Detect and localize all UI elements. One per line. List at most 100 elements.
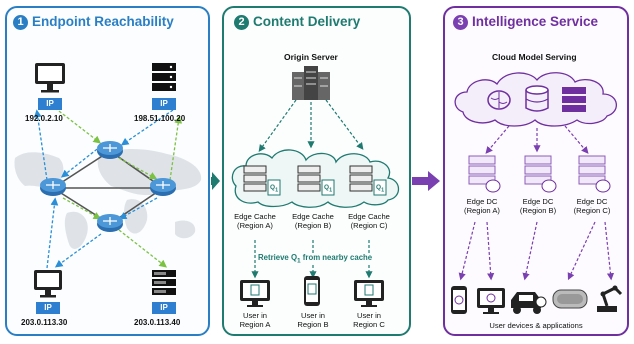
edge-cache-server-icon (297, 165, 321, 192)
world-map-background (14, 149, 202, 249)
path-arrow (54, 233, 102, 268)
doc-label-sub: 1 (381, 187, 385, 194)
edge-dc-label-line: Edge DC (466, 197, 498, 206)
device-arrow (567, 221, 596, 281)
panel-title-text: Intelligence Service (472, 14, 599, 29)
doc-label-sub: 1 (275, 187, 279, 194)
document-icon (321, 179, 335, 196)
edge-cache-server-icon (349, 165, 373, 192)
path-arrow (62, 197, 102, 220)
path-arrow (46, 197, 59, 269)
edge-dc-label-line: Edge DC (522, 197, 554, 206)
robot-arm-icon (597, 285, 623, 312)
doc-label-text: Q (270, 184, 276, 191)
ip-label-box: IP (152, 98, 176, 110)
device-arrow (522, 221, 538, 281)
monitor-icon (34, 270, 62, 298)
content-delivery-graphic (231, 66, 400, 307)
path-arrow (118, 229, 168, 268)
user-label-line: User in (356, 311, 382, 320)
edge-cache-label-line: Edge Cache (234, 212, 276, 221)
monitor-icon (477, 288, 505, 314)
intelligence-service-graphic (451, 72, 623, 314)
user-label-line: Region C (353, 319, 385, 329)
path-arrow (118, 197, 158, 220)
edge-cache-server-icon (243, 165, 267, 192)
edge-dc-label-line: Edge DC (576, 197, 608, 206)
transition-arrow (211, 172, 220, 190)
server-icon (152, 270, 176, 295)
doc-label-sub: 1 (329, 187, 333, 194)
edge-cache-label-line: (Region A) (237, 220, 273, 230)
edge-dc-server-icon (578, 155, 611, 193)
retrieve-caption: Retrieve Q1 from nearby cache (258, 253, 373, 266)
step-number-badge: 1 (13, 15, 28, 30)
phone-icon (304, 276, 320, 306)
deployment-arrow (564, 125, 589, 154)
step-number-badge: 3 (453, 15, 468, 30)
edge-cache-label-line: Edge Cache (292, 212, 334, 221)
router-icon (150, 178, 176, 196)
edge-cache-label-line: Edge Cache (348, 212, 390, 221)
device-arrow (486, 221, 495, 281)
retrieve-caption-sub: 1 (297, 257, 301, 265)
monitor-icon (240, 280, 270, 307)
intelligence-service-panel: 3 Intelligence Service Cloud Model Servin… (443, 6, 629, 336)
retrieve-caption-text: Retrieve Q (258, 253, 298, 262)
edge-cache-label: Edge Cache(Region A) (226, 212, 284, 230)
router-icon (97, 214, 123, 232)
path-arrow (60, 145, 102, 178)
router-icon (97, 141, 123, 159)
document-icon (373, 179, 387, 196)
endpoint-reachability-panel: 1 Endpoint Reachability (5, 6, 210, 336)
edge-dc-server-icon (524, 155, 557, 193)
path-arrow (33, 109, 48, 181)
retrieve-caption-rest: from nearby cache (300, 253, 373, 262)
path-arrow (54, 107, 102, 144)
server-icon (152, 63, 176, 91)
doc-label-text: Q (324, 184, 330, 191)
document-icon (267, 179, 281, 196)
server-rack-icon (562, 87, 586, 112)
user-label-line: Region A (239, 319, 271, 329)
edge-cache-label-line: (Region C) (350, 220, 388, 230)
cloud-shape (454, 72, 617, 127)
monitor-icon (354, 280, 384, 307)
edge-dc-label: Edge DC(Region B) (511, 197, 565, 215)
edge-cache-label-line: (Region B) (294, 220, 332, 230)
device-arrow (604, 221, 615, 281)
step-number-badge: 2 (234, 15, 249, 30)
panel-title-text: Content Delivery (253, 14, 361, 29)
edge-dc-label-line: (Region B) (519, 205, 557, 215)
q1-doc-label: Q1 (270, 184, 278, 194)
ip-address-label: 203.0.113.30 (21, 318, 68, 327)
vr-headset-icon (552, 289, 588, 309)
ip-label-box: IP (38, 98, 62, 110)
q1-doc-label: Q1 (376, 184, 384, 194)
user-label-line: User in (242, 311, 268, 320)
edge-cache-label: Edge Cache(Region B) (284, 212, 342, 230)
database-icon (525, 85, 549, 112)
ip-label-box: IP (152, 302, 176, 314)
distribution-arrow (258, 99, 297, 152)
ip-label-box: IP (36, 302, 60, 314)
user-devices-label: User devices & applications (489, 321, 583, 330)
router-icon (40, 178, 66, 196)
edge-dc-label-line: (Region C) (573, 205, 611, 215)
device-arrow (458, 221, 476, 281)
deployment-arrow (485, 125, 510, 154)
monitor-icon (35, 63, 65, 93)
panel-title: 2 Content Delivery (234, 14, 360, 30)
edge-dc-label: Edge DC(Region C) (565, 197, 619, 215)
brain-icon (487, 90, 511, 110)
edge-dc-label-line: (Region A) (464, 205, 500, 215)
panel-title-text: Endpoint Reachability (32, 14, 174, 29)
panel-title: 1 Endpoint Reachability (13, 14, 174, 30)
phone-icon (451, 286, 467, 314)
q1-doc-label: Q1 (324, 184, 332, 194)
cloud-model-serving-label: Cloud Model Serving (492, 52, 577, 62)
